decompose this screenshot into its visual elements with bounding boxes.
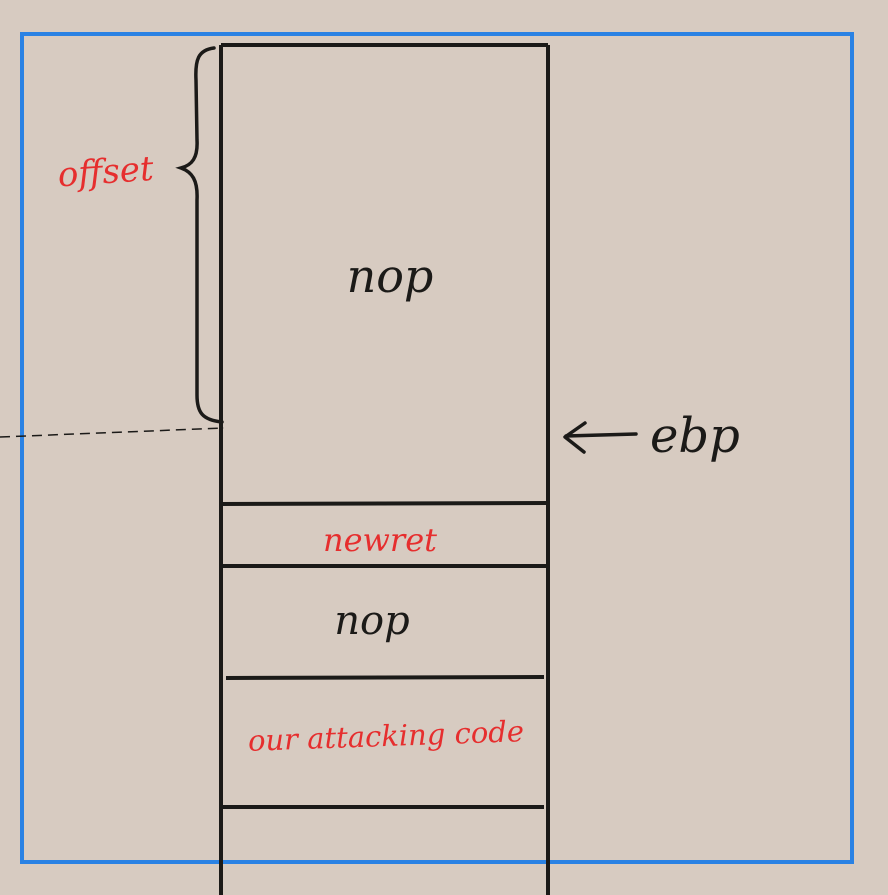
attack-code-label: our attacking code bbox=[247, 714, 524, 758]
nop-label-bottom: nop bbox=[334, 598, 409, 644]
selection-frame bbox=[20, 32, 854, 864]
divider-newret-top bbox=[220, 501, 549, 506]
nop-label-top: nop bbox=[347, 249, 434, 303]
offset-brace bbox=[175, 46, 224, 424]
offset-label: offset bbox=[57, 149, 156, 196]
ebp-arrow-shaft bbox=[564, 432, 638, 438]
divider-nop-bottom bbox=[225, 675, 545, 680]
ebp-label: ebp bbox=[650, 408, 740, 464]
ebp-dashed-line bbox=[0, 427, 225, 438]
newret-label: newret bbox=[323, 521, 437, 559]
ebp-arrow-head bbox=[563, 421, 587, 454]
